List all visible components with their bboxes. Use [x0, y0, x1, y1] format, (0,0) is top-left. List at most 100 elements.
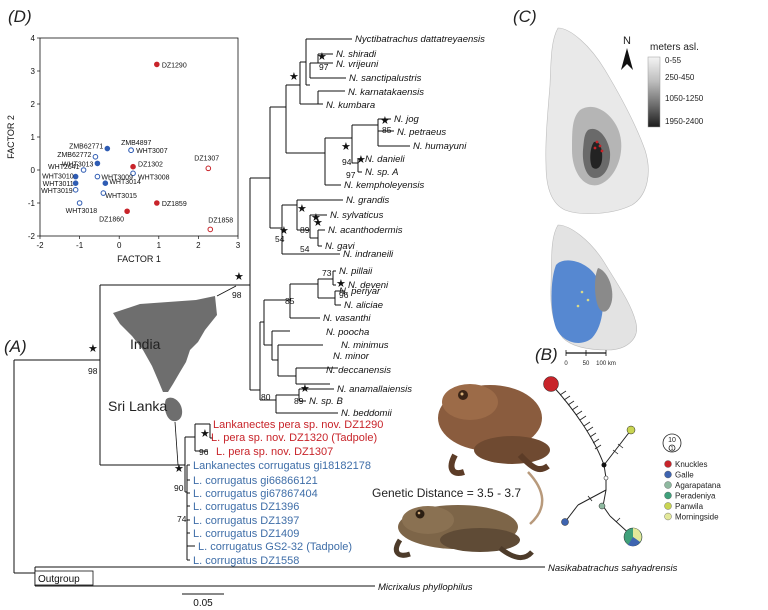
legend-size-circle-large: [662, 433, 682, 453]
taxon-label: N. karnatakaensis: [348, 87, 424, 98]
support-star: ★: [88, 342, 98, 355]
legend-swatch: [664, 470, 672, 479]
haplotype-agarapatana: [598, 502, 606, 510]
taxon-label: N. deccanensis: [326, 365, 391, 376]
pca-point-label: DZ1290: [162, 62, 187, 69]
taxon-label: N. sylvaticus: [330, 210, 384, 221]
taxon-label: N. deveni: [348, 280, 389, 291]
pca-xtick-label: -1: [76, 241, 84, 250]
support-value: 89: [294, 396, 304, 406]
support-star: ★: [317, 50, 327, 63]
support-value: 96: [339, 290, 349, 300]
support-value: 97: [319, 62, 329, 72]
haplotype-network-panel: (B): [535, 345, 721, 547]
pca-point-label: WHT3015: [105, 193, 137, 200]
pca-point: [102, 180, 109, 186]
north-arrow-icon: N: [621, 35, 633, 70]
support-star: ★: [234, 270, 244, 283]
outgroup-box: [34, 570, 94, 586]
pca-point: [154, 200, 160, 206]
elevation-legend-bar: [647, 56, 661, 128]
support-value: 96: [199, 447, 209, 457]
taxon-label: N. danieli: [365, 154, 405, 165]
pca-point-label: WHT3013: [62, 161, 94, 168]
pca-point: [130, 170, 136, 177]
svg-text:10: 10: [668, 437, 676, 444]
pca-point-label: WHT3009: [101, 175, 133, 182]
support-value: 85: [285, 296, 295, 306]
tree-scale-label: 0.05: [193, 598, 213, 609]
elevation-legend-title: meters asl.: [650, 42, 699, 53]
elevation-legend-label: 1050-1250: [665, 94, 704, 103]
support-value: 98: [88, 366, 98, 376]
pca-ytick-label: -2: [28, 232, 36, 241]
svg-text:0: 0: [564, 361, 568, 367]
legend-label: Agarapatana: [675, 481, 721, 490]
support-value: 97: [346, 170, 356, 180]
legend-swatch: [664, 460, 672, 468]
pca-point-label: DZ1859: [162, 201, 187, 208]
legend-swatch: [664, 512, 672, 521]
mutation-ticks: [559, 390, 624, 523]
panel-label-a: (A): [4, 337, 27, 356]
pca-ytick-label: 3: [31, 67, 36, 76]
panel-label-c: (C): [513, 7, 537, 26]
support-star: ★: [174, 462, 184, 475]
taxon-label: N. shiradi: [336, 49, 377, 60]
support-value: 54: [300, 244, 310, 254]
taxon-label: N. grandis: [346, 195, 390, 206]
support-star: ★: [297, 202, 307, 215]
support-value: 85: [382, 125, 392, 135]
taxon-label: N. periyar: [339, 286, 381, 297]
support-value: 74: [177, 514, 187, 524]
pca-point: [154, 61, 160, 68]
map-scale-bar: 0 50 100 km: [564, 350, 616, 367]
legend-size-circle-small: [668, 444, 676, 452]
taxon-label-corrugatus: L. corrugatus DZ1397: [193, 515, 299, 527]
pca-point-label: ZMB62772: [57, 152, 91, 159]
pca-xtick-label: 3: [236, 241, 241, 250]
frog-illustrations: Genetic Distance = 3.5 - 3.7: [372, 384, 550, 560]
taxon-label: N. poocha: [326, 327, 369, 338]
support-value: 89: [300, 225, 310, 235]
network-legend: 10 1 KnucklesGalleAgarapatanaPeradeniyaP…: [662, 433, 721, 522]
support-star: ★: [200, 427, 210, 440]
pca-point-label: ZMB62771: [69, 144, 103, 151]
taxon-label: N. minimus: [341, 340, 389, 351]
pca-ytick-label: 4: [31, 34, 36, 43]
support-star: ★: [336, 277, 346, 290]
taxon-label-corrugatus: L. corrugatus GS2-32 (Tadpole): [198, 541, 352, 553]
locality-marker: [600, 149, 604, 153]
haplotype-mixed-pie: [623, 527, 643, 547]
network-edges: [550, 383, 634, 538]
taxon-label: N. humayuni: [413, 141, 467, 152]
locality-marker: [586, 298, 590, 302]
pca-point-label: WHT3007: [136, 148, 168, 155]
pca-ytick-label: 1: [31, 133, 36, 142]
pca-ytick-label: 2: [31, 100, 36, 109]
pca-point: [72, 180, 79, 186]
locality-marker: [593, 146, 597, 150]
legend-label: Panwila: [675, 502, 704, 511]
pca-point-label: DZ1858: [208, 217, 233, 224]
pca-point-label: WHT3014: [109, 179, 141, 186]
support-star: ★: [279, 224, 289, 237]
india-pointer: [216, 285, 237, 297]
haplotype-galle: [561, 518, 569, 526]
haplotype-panwila: [626, 425, 636, 435]
pca-point-label: DZ1860: [99, 216, 124, 223]
tree-supports: 9785949754895473859689809898969074★★★★★★…: [88, 50, 392, 524]
peak-zone: [590, 141, 603, 169]
svg-text:100 km: 100 km: [596, 361, 616, 367]
taxon-label: N. vasanthi: [323, 313, 371, 324]
taxon-label: N. jog: [394, 114, 420, 125]
support-value: 90: [174, 483, 184, 493]
elevation-map: N meters asl. 0-55250-4501050-12501950-2…: [545, 27, 704, 214]
taxon-label: N. acanthodermis: [328, 225, 403, 236]
taxon-label: N. pillaii: [339, 266, 373, 277]
pca-point-label: DZ1307: [194, 155, 219, 162]
haplotype-small-node: [603, 475, 609, 481]
pca-point-label: WHT2641: [48, 164, 80, 171]
